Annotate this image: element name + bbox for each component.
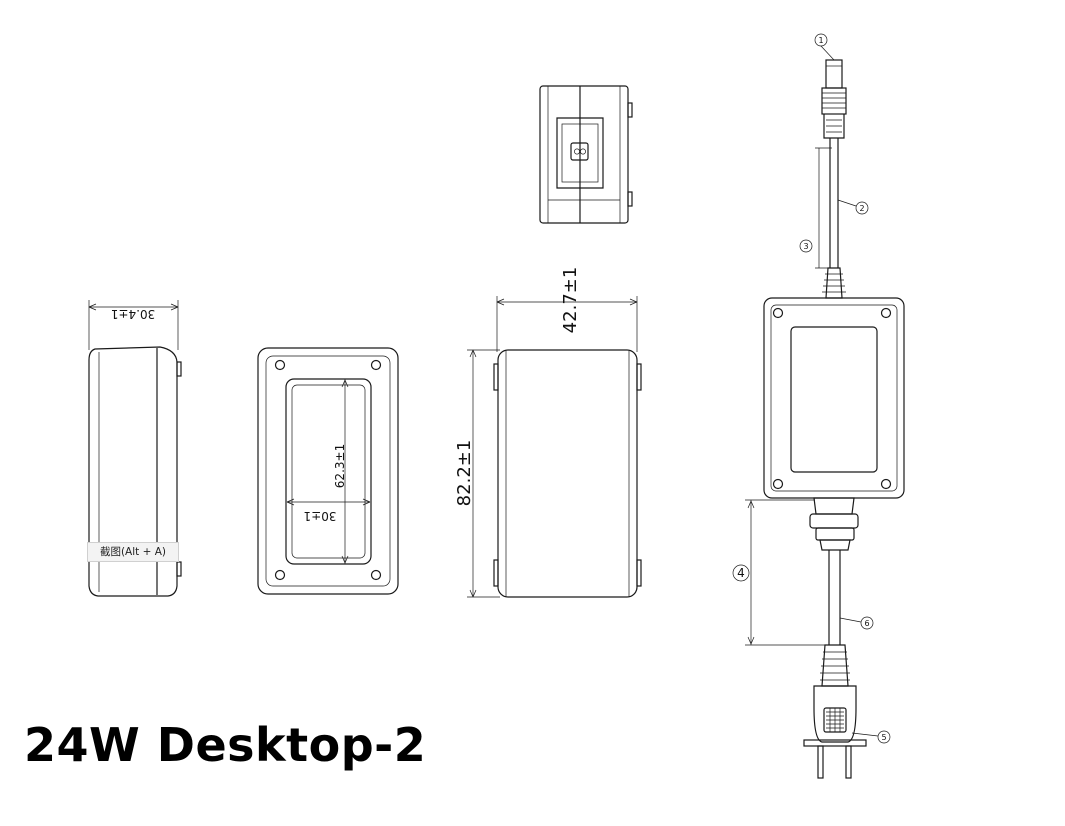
callout-1: 1 (818, 36, 823, 45)
callout-2-circle (855, 201, 869, 215)
callout-2: 2 (859, 204, 864, 213)
dim-top-width: 42.7±1 (560, 267, 581, 334)
callout-3: 3 (803, 242, 808, 251)
dim-label-height: 62.3±1 (333, 444, 347, 488)
callout-5-circle (877, 730, 891, 744)
callout-6: 6 (864, 619, 869, 628)
callout-6-circle (860, 616, 874, 630)
diagram-title: 24W Desktop-2 (24, 718, 427, 772)
callout-4: 4 (737, 566, 745, 580)
end-view (539, 85, 633, 224)
callout-5: 5 (881, 733, 886, 742)
callouts: 1 2 3 4 5 6 (732, 33, 891, 744)
dim-side-thickness: 30.4±1 (111, 307, 155, 321)
adapter-with-cables (745, 59, 905, 779)
label-view (257, 347, 399, 595)
callout-4-circle (732, 564, 750, 582)
front-view (467, 296, 642, 598)
screenshot-tooltip: 截图(Alt + A) (87, 542, 179, 562)
dim-label-width: 30±1 (304, 509, 337, 523)
callout-3-circle (799, 239, 813, 253)
dim-front-height: 82.2±1 (454, 440, 475, 507)
